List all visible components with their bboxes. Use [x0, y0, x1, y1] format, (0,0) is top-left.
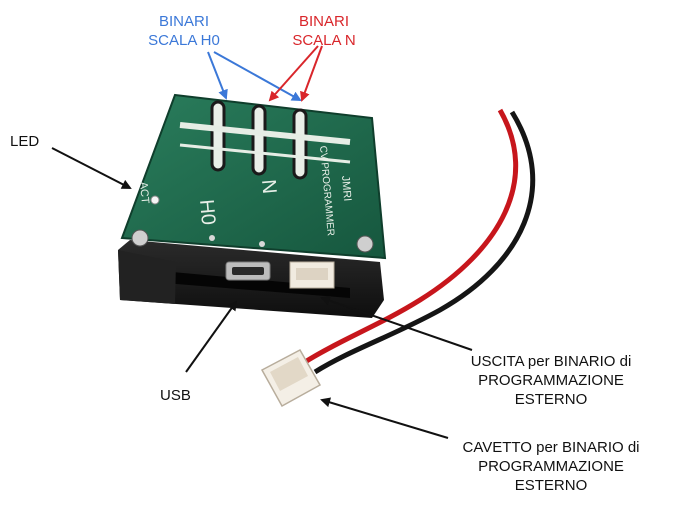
silk-act: ACT [137, 181, 151, 204]
silk-jmri: JMRI [339, 175, 353, 202]
label-binari-h0: BINARI SCALA H0 [148, 13, 220, 49]
track-contacts [179, 100, 351, 180]
arrow-usb [185, 300, 238, 373]
arrow-uscita [320, 295, 473, 351]
arrow-h0-right [213, 51, 302, 101]
arrow-cavetto [320, 397, 449, 439]
screw-left [131, 229, 149, 247]
screw-right [356, 235, 374, 253]
silk-n: N [257, 179, 280, 195]
usb-port [225, 261, 271, 281]
arrow-n-left [268, 45, 319, 102]
arrow-n-right [300, 45, 323, 102]
label-binari-n: BINARI SCALA N [292, 13, 356, 49]
cable-plug [260, 348, 322, 408]
led-dot [150, 195, 160, 205]
silk-h0: H0 [195, 199, 219, 226]
cable [303, 108, 536, 375]
label-usb: USB [160, 387, 191, 404]
output-connector [289, 261, 335, 289]
label-cavetto: CAVETTO per BINARIO di PROGRAMMAZIONE ES… [462, 439, 640, 494]
label-uscita: USCITA per BINARIO di PROGRAMMAZIONE EST… [470, 353, 632, 408]
arrow-h0-left [207, 51, 228, 100]
pcb-board [120, 93, 387, 260]
arrow-led [51, 147, 132, 189]
label-led: LED [10, 133, 40, 150]
